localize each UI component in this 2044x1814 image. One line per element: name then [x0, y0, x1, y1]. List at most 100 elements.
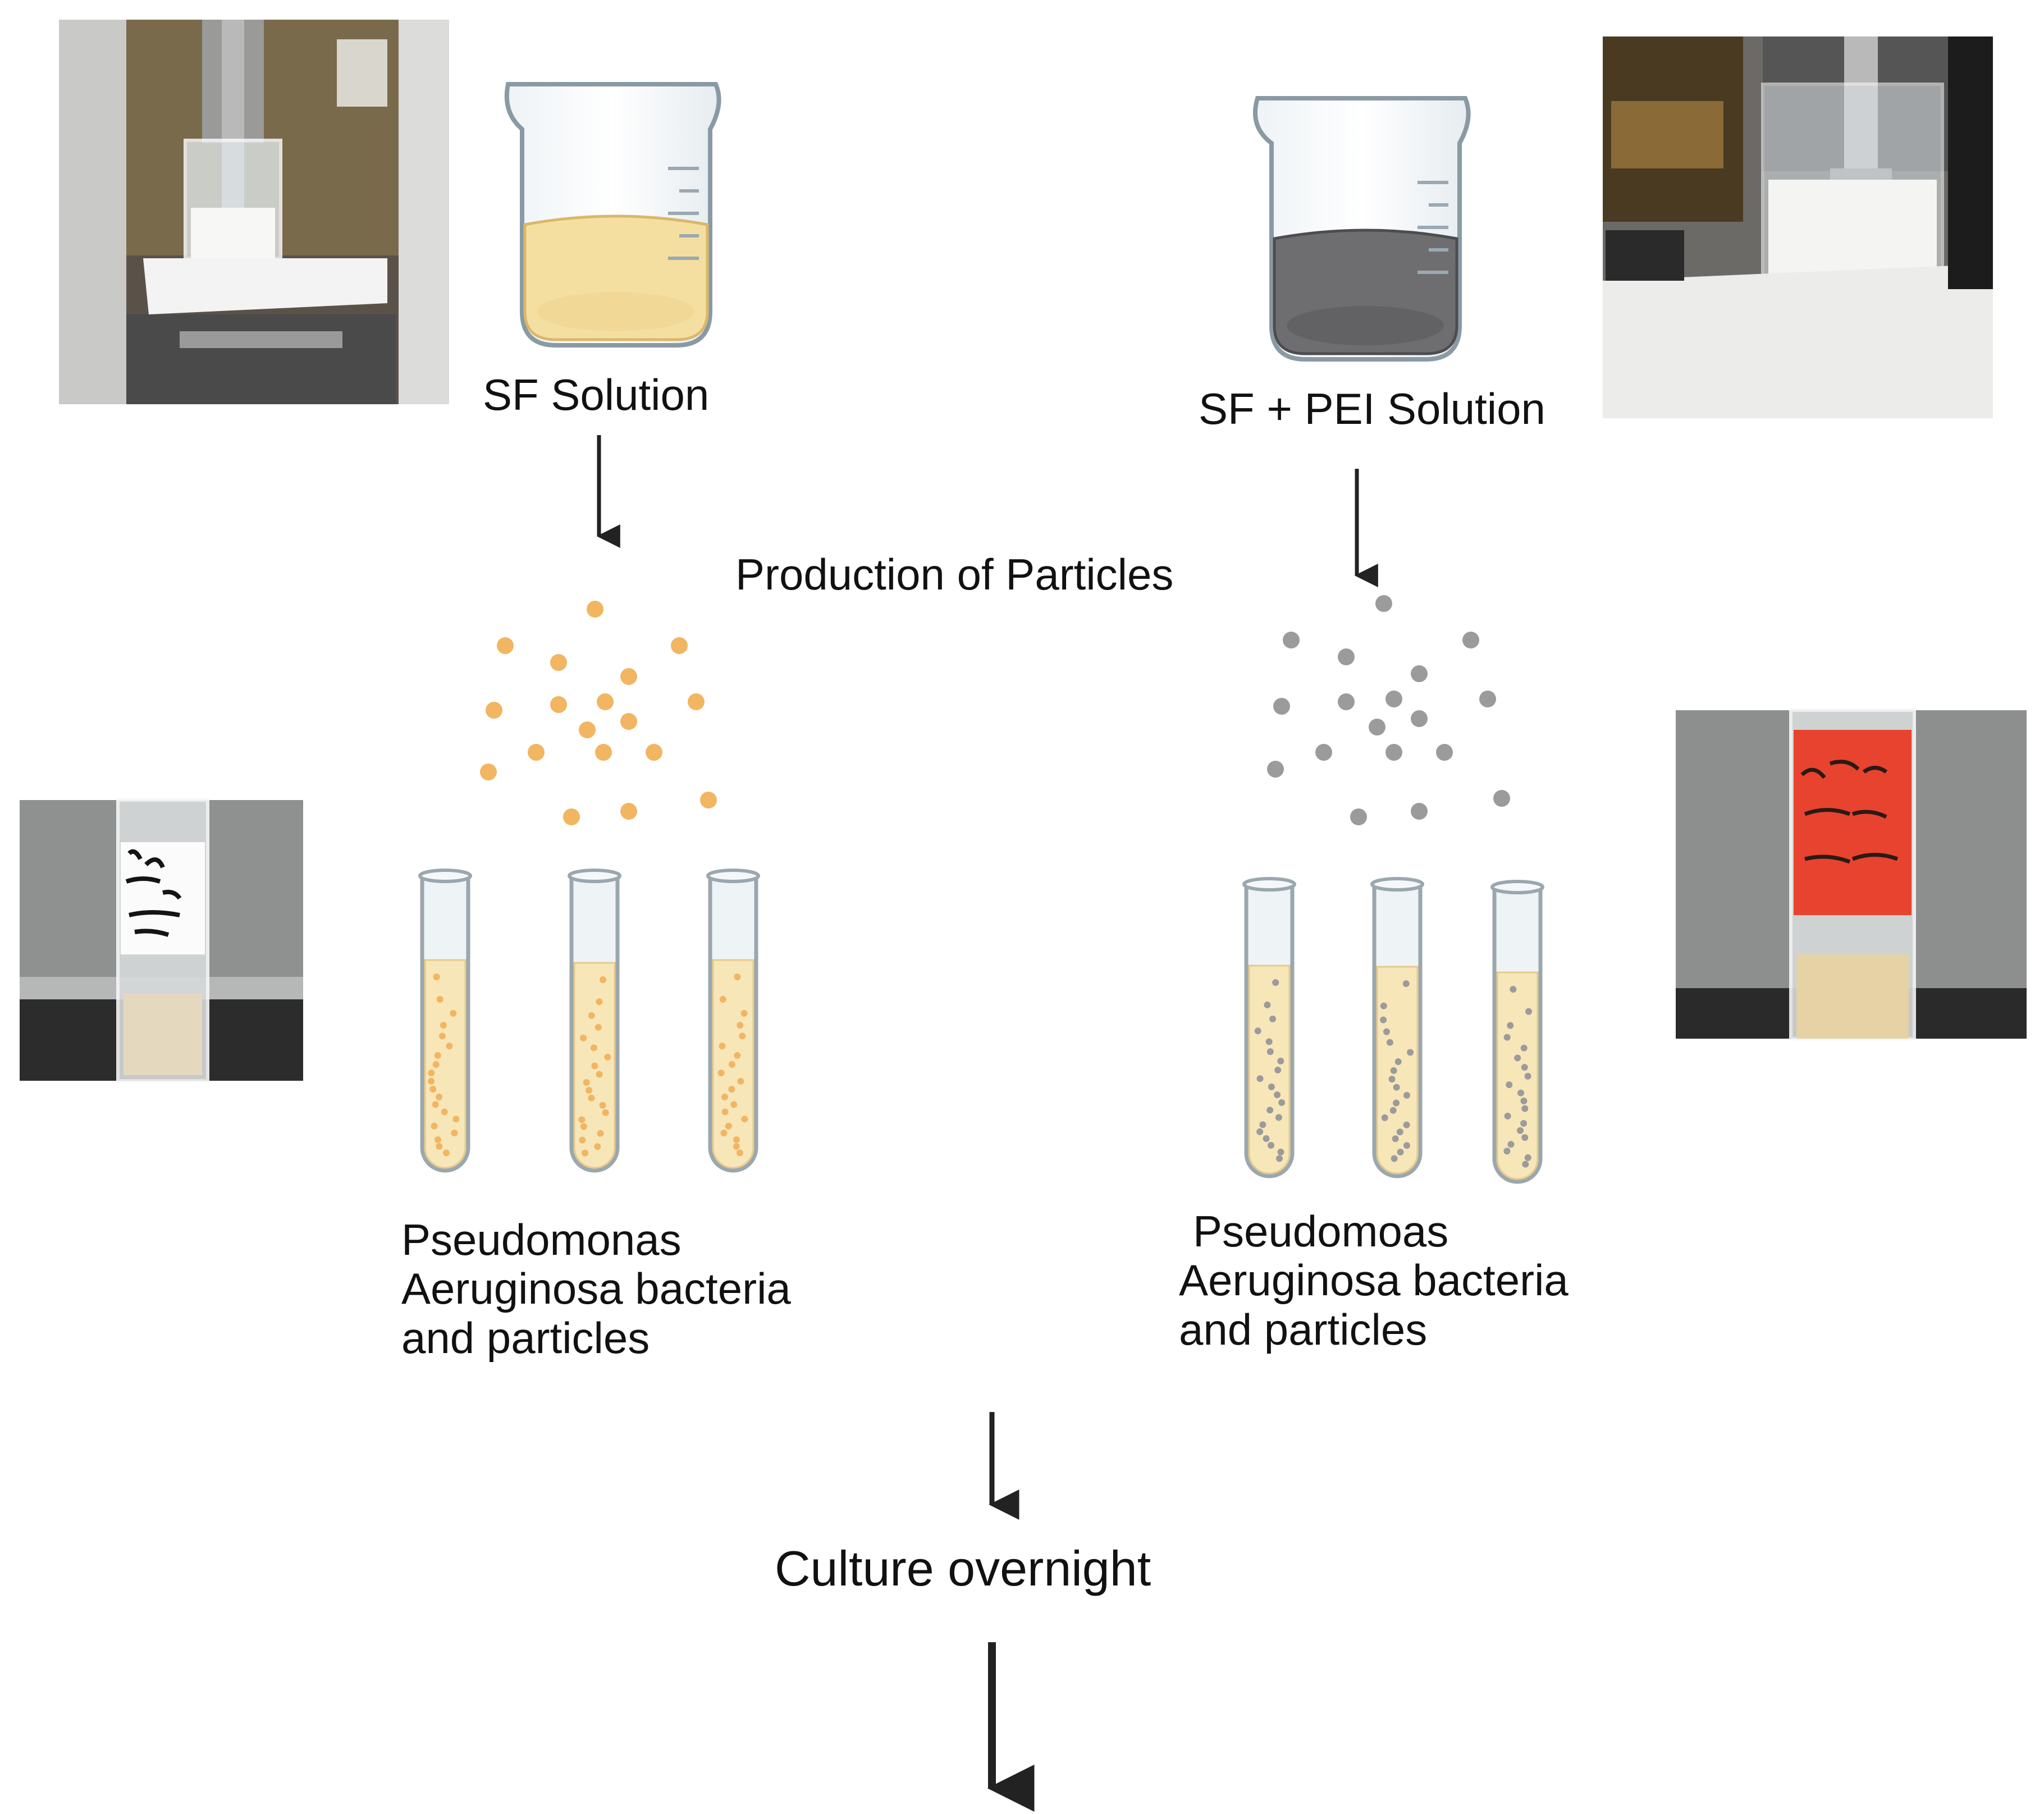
tube-particle-dot	[580, 1123, 587, 1130]
sf-particle-dot	[550, 696, 567, 713]
sf-pei-particle-dot	[1267, 761, 1284, 778]
tube-particle-dot	[602, 1109, 609, 1116]
tube-particle-dot	[1256, 1128, 1264, 1135]
tube-particle-dot	[436, 1093, 443, 1100]
sf-particle-dot	[480, 764, 497, 780]
tube-particle-dot	[1504, 1112, 1511, 1120]
sf-pei-particle-dot	[1385, 691, 1402, 707]
tube-particle-dot	[428, 1077, 435, 1085]
tube-particle-dot	[443, 1149, 450, 1157]
tube-particle-dot	[432, 1101, 439, 1108]
tube-particle-dot	[1521, 1134, 1529, 1141]
tube-particle-dot	[730, 1101, 738, 1108]
tube-particle-dot	[1524, 1072, 1531, 1080]
tube-particle-dot	[1394, 1058, 1402, 1066]
sf-pei-particle-dot	[1411, 710, 1428, 727]
sf-pei-particle-dot	[1385, 744, 1402, 761]
tube-particle-dot	[736, 1149, 743, 1157]
tube-particle-dot	[429, 1086, 437, 1093]
tube-particle-dot	[1269, 1015, 1277, 1022]
sf-particles	[480, 601, 717, 825]
tube-particle-dot	[1393, 1099, 1400, 1107]
tube-particle-dot	[721, 1108, 729, 1116]
tube-particle-dot	[1503, 1034, 1511, 1041]
sf-pei-particle-dot	[1283, 632, 1300, 648]
tube-particle-dot	[719, 1043, 726, 1050]
tube-particle-dot	[591, 1062, 598, 1070]
sf-particle-dot	[671, 637, 688, 654]
tube-particle-dot	[597, 1130, 604, 1137]
tube-particle-dot	[1520, 1120, 1528, 1127]
silk-pei-particles-vial-photo	[1676, 709, 2027, 1040]
tube-particle-dot	[434, 1136, 441, 1144]
tube-particle-dot	[734, 974, 741, 980]
left-test-tubes	[418, 869, 760, 1173]
tube-particle-dot	[1503, 1148, 1511, 1155]
tube-particle-dot	[721, 1093, 729, 1100]
tube-particle-dot	[1521, 1064, 1528, 1071]
sf-particle-dot	[620, 713, 637, 730]
tube-particle-dot	[436, 995, 443, 1003]
tube-particle-dot	[1524, 1154, 1531, 1162]
tube-particle-dot	[440, 1022, 447, 1029]
tube-particle-dot	[1403, 1142, 1410, 1149]
tube-particle-dot	[1507, 1022, 1514, 1029]
test-tube-icon	[418, 869, 472, 1173]
tube-particle-dot	[1268, 1083, 1275, 1090]
tube-particle-dot	[1389, 1107, 1397, 1114]
tube-particle-dot	[1274, 1066, 1282, 1073]
sf-pei-particle-dot	[1338, 693, 1355, 710]
tube-particle-dot	[1386, 1039, 1393, 1046]
tube-particle-dot	[583, 1079, 590, 1086]
tube-particle-dot	[446, 1043, 453, 1050]
sf-particle-dot	[587, 601, 603, 618]
test-tube-icon	[1370, 877, 1424, 1178]
sf-particle-dot	[497, 637, 514, 654]
tube-particle-dot	[1403, 1121, 1410, 1128]
tube-particle-dot	[737, 1022, 744, 1029]
sf-particle-dot	[700, 792, 717, 808]
tube-particle-dot	[1507, 1141, 1515, 1148]
test-tube-icon	[706, 869, 760, 1173]
silk-particles-vial-photo	[20, 798, 303, 1082]
tube-particle-dot	[1259, 1121, 1266, 1128]
tube-particle-dot	[1265, 1038, 1273, 1045]
tube-particle-dot	[1393, 1084, 1400, 1091]
tube-particle-dot	[1256, 1075, 1264, 1082]
tube-particle-dot	[1266, 1107, 1274, 1114]
sf-pei-particles	[1267, 595, 1510, 825]
tube-particle-dot	[739, 1032, 746, 1040]
tube-particle-dot	[1254, 1027, 1261, 1035]
tube-particle-dot	[719, 995, 726, 1003]
tube-particle-dot	[720, 1130, 728, 1137]
sf-particle-dot	[595, 744, 612, 761]
tube-particle-dot	[733, 1143, 740, 1150]
tube-particle-dot	[1273, 1091, 1281, 1099]
sf-particle-dot	[579, 721, 596, 738]
tube-particle-dot	[1520, 1097, 1528, 1104]
sf-pei-particle-dot	[1338, 648, 1355, 665]
tube-particle-dot	[1381, 1114, 1388, 1121]
tube-particle-dot	[1388, 1076, 1396, 1083]
test-tube-icon	[1490, 880, 1544, 1184]
tube-particle-dot	[452, 1116, 460, 1123]
tube-particle-dot	[1517, 1127, 1524, 1134]
tube-particle-dot	[1403, 1091, 1410, 1099]
homogenizer-photo-right	[1603, 36, 1993, 418]
tube-particle-dot	[450, 1009, 457, 1017]
tube-particle-dot	[1396, 1128, 1403, 1136]
tube-particle-dot	[1275, 1155, 1283, 1162]
tube-particle-dot	[728, 1086, 735, 1093]
sf-particle-dot	[620, 668, 637, 685]
tube-particle-dot	[1264, 1001, 1271, 1008]
sf-pei-solution-label: SF + PEI Solution	[1199, 384, 1545, 433]
tube-particle-dot	[1380, 1016, 1387, 1023]
tube-particle-dot	[1520, 1044, 1528, 1052]
tube-particle-dot	[578, 1116, 586, 1123]
tube-particle-dot	[432, 1061, 440, 1068]
tube-particle-dot	[1522, 1160, 1529, 1168]
tube-particle-dot	[451, 1130, 458, 1137]
right-caption-line-3: and particles	[1179, 1304, 1428, 1354]
